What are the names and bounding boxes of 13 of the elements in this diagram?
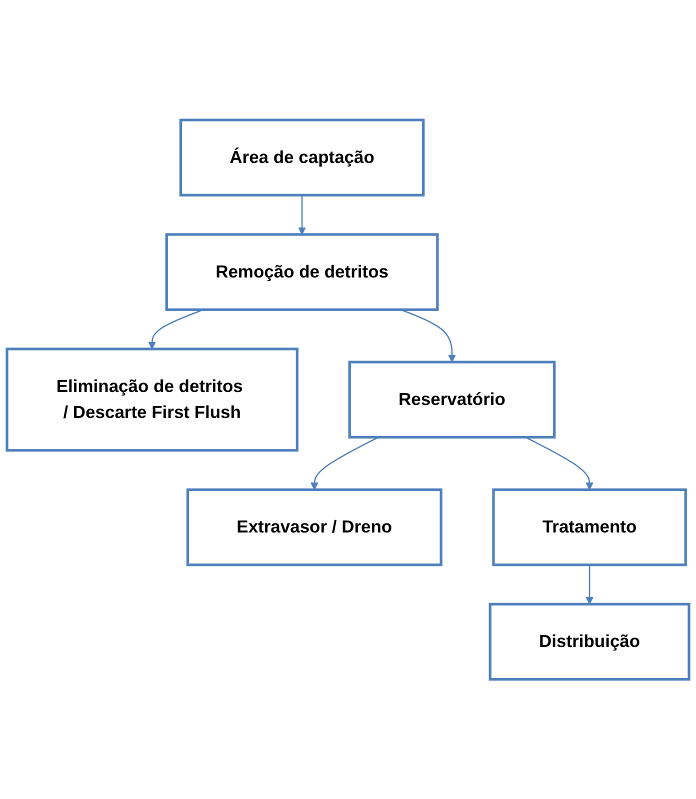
node-box: Tratamento xyxy=(492,488,687,566)
node-box: Remoção de detritos xyxy=(165,233,439,311)
arrow xyxy=(400,308,456,362)
node-box: Distribuição xyxy=(488,602,690,680)
arrow xyxy=(298,194,306,235)
arrow xyxy=(525,436,594,490)
arrow xyxy=(148,308,204,350)
arrow xyxy=(310,436,379,490)
arrow xyxy=(586,564,594,604)
node-box: Eliminação de detritos / Descarte First Flush xyxy=(6,348,298,452)
node-box: Extravasor / Dreno xyxy=(186,488,442,566)
node-box: Reservatório xyxy=(348,360,556,438)
node-box: Área de captação xyxy=(179,118,425,196)
